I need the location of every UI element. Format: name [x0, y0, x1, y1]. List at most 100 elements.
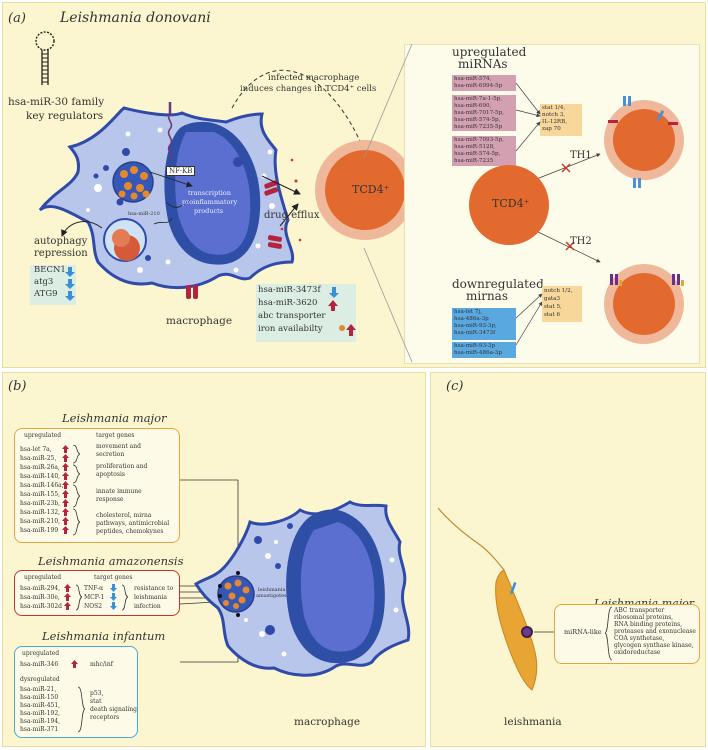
down-group1-1: hsa-486a-3p	[454, 316, 489, 322]
major-mir-8: hsa-miR-210,	[20, 518, 61, 525]
major-target-1-0: proliferation and	[96, 463, 148, 470]
panel-b-label: (b)	[8, 379, 27, 394]
amaz-down-arrows	[110, 584, 129, 611]
c-target-2: RNA binding proteins,	[614, 621, 683, 628]
iron-box-3: abc transporter	[258, 311, 326, 321]
c-target-3: proteases and exonuclease	[614, 628, 696, 635]
major-mir-7: hsa-miR-132,	[20, 509, 61, 516]
amaz-arrows	[64, 584, 83, 611]
gene-becn1: BECN1	[34, 265, 66, 275]
gene-atg9: ATG9	[34, 289, 58, 299]
up-group2-2: hsa-miR-7017-5p,	[454, 110, 504, 116]
mir30-label-2: key regulators	[26, 110, 104, 122]
up-group1-0: hsa-miR-574,	[454, 76, 492, 82]
infected-text-1: infected macrophage	[268, 73, 360, 83]
down-target1-3: stat 6	[544, 312, 561, 318]
up-group2-4: hsa-miR-7235-5p	[454, 124, 503, 130]
down-group1-0: hsa-let 7j,	[454, 309, 482, 315]
inf-dys-mir-0: hsa-miR-21,	[20, 686, 57, 693]
major-target-2-1: response	[96, 496, 124, 503]
major-target-genes: target genes	[96, 432, 135, 439]
c-target-6: oxidoreductase	[614, 649, 661, 656]
down-group1-3: hsa-miR-3473f	[454, 330, 496, 336]
hairpin-rna-icon	[35, 31, 55, 85]
right-diagram	[469, 82, 684, 346]
inf-dys-label: dysregulated	[20, 676, 60, 683]
c-target-0: ABC transporter	[614, 607, 665, 614]
inf-dys-target-1: stat	[90, 698, 102, 705]
amaz-mir-0: hsa-miR-294,	[20, 585, 61, 592]
macrophage-cell-a	[38, 69, 365, 299]
mirna-like-label: miRNA-like	[564, 628, 602, 636]
amastigotes-1: leishmania	[258, 587, 286, 593]
major-mir-0: hsa-let 7a,	[20, 446, 52, 453]
zoom-lines	[363, 43, 413, 363]
up-group3-2: hsa-miR-574-5p,	[454, 151, 501, 157]
amaz-gene-1: MCP-1	[84, 594, 105, 601]
drug-efflux-label: drug efflux	[264, 210, 320, 221]
panel-c-label: (c)	[446, 379, 464, 394]
amaz-effect-0: resistance to	[134, 585, 174, 592]
up-group3-3: hsa-miR-7235	[454, 158, 494, 164]
nfkb-label: NF-KB	[166, 166, 196, 177]
major-target-3-2: peptides, chemokynes	[96, 528, 164, 535]
tcd4-center-label: TCD4⁺	[352, 183, 390, 196]
autophagy-label-1: autophagy	[34, 236, 88, 247]
major-box	[14, 428, 180, 543]
down-group2-box	[452, 342, 516, 358]
up-target-1: notch 3,	[542, 112, 566, 118]
up-group1-box	[452, 75, 516, 91]
major-target-0-1: secretion	[96, 451, 125, 458]
c-target-1: ribosomal proteins,	[614, 614, 674, 621]
panel-a-title: Leishmania donovani	[60, 10, 211, 26]
up-group3-box	[452, 136, 516, 166]
up-group2-3: hsa-miR-574-5p,	[454, 117, 501, 123]
th2-label: TH2	[570, 236, 592, 247]
inf-up-arrow	[71, 660, 78, 668]
amaz-mir-2: hsa-miR-302d	[20, 603, 62, 610]
amaz-upregulated: upregulated	[24, 574, 62, 581]
up-target-0: stat 1/4,	[542, 105, 566, 111]
inf-dys-mir-3: hsa-miR-192,	[20, 710, 61, 717]
major-brackets	[72, 445, 81, 536]
inf-dys-mir-2: hsa-miR-451,	[20, 702, 61, 709]
inf-up-mir: hsa-miR-346	[20, 661, 59, 668]
amastigotes-2: amastigotes	[256, 593, 287, 599]
mir30-label-1: hsa-miR-30 family	[8, 96, 105, 108]
inf-dys-mir-5: hsa-miR-371	[20, 726, 59, 733]
inf-bracket	[77, 686, 86, 733]
inf-dys-mir-1: hsa-miR-150	[20, 694, 59, 701]
infantum-box	[14, 646, 138, 738]
gene-atg3: atg3	[34, 277, 54, 287]
major-target-0-0: movement and	[96, 443, 141, 450]
mir210-small-label: hsa-miR-210	[128, 211, 160, 217]
panel-b-connectors	[179, 479, 411, 677]
down-title-2: mirnas	[466, 289, 508, 303]
inf-dys-target-0: p53,	[90, 690, 104, 697]
major-mir-9: hsa-miR-199	[20, 527, 59, 534]
down-target1-1: gata3	[544, 296, 561, 302]
down-group2-0: hsa-miR-93-3p	[454, 343, 496, 349]
major-mir-2: hsa-miR-26a,	[20, 464, 60, 471]
major-target-3-0: cholesterol, mirna	[96, 512, 152, 519]
major-target-1-1: apoptosis	[96, 471, 125, 478]
c-target-5: glycogen synthase kinase,	[614, 642, 694, 649]
tcd4-right-label: TCD4⁺	[492, 197, 530, 210]
panel-a-label: (a)	[8, 11, 26, 26]
up-title-2: miRNAs	[458, 57, 508, 71]
panel-c-bracket	[604, 606, 613, 661]
down-targets1-box	[542, 286, 582, 322]
inf-dys-target-2: death signaling	[90, 706, 137, 713]
up-title-1: upregulated	[452, 45, 527, 59]
transcription-1: transcription	[188, 189, 231, 197]
up-group3-0: hsa-miR-7093-5p,	[454, 137, 504, 143]
amaz-title: Leishmania amazonensis	[38, 554, 184, 568]
macrophage-b-label: macrophage	[294, 716, 361, 728]
down-group1-2: hsa-miR-93-3p,	[454, 323, 497, 329]
c-target-4: COA synthetase,	[614, 635, 665, 642]
iron-box-2: hsa-miR-3620	[258, 298, 318, 308]
transcription-3: products	[194, 207, 224, 215]
amaz-mir-1: hsa-miR-30e,	[20, 594, 60, 601]
panel-c	[430, 372, 706, 747]
major-target-3-1: pathways, antimicrobial	[96, 520, 170, 527]
